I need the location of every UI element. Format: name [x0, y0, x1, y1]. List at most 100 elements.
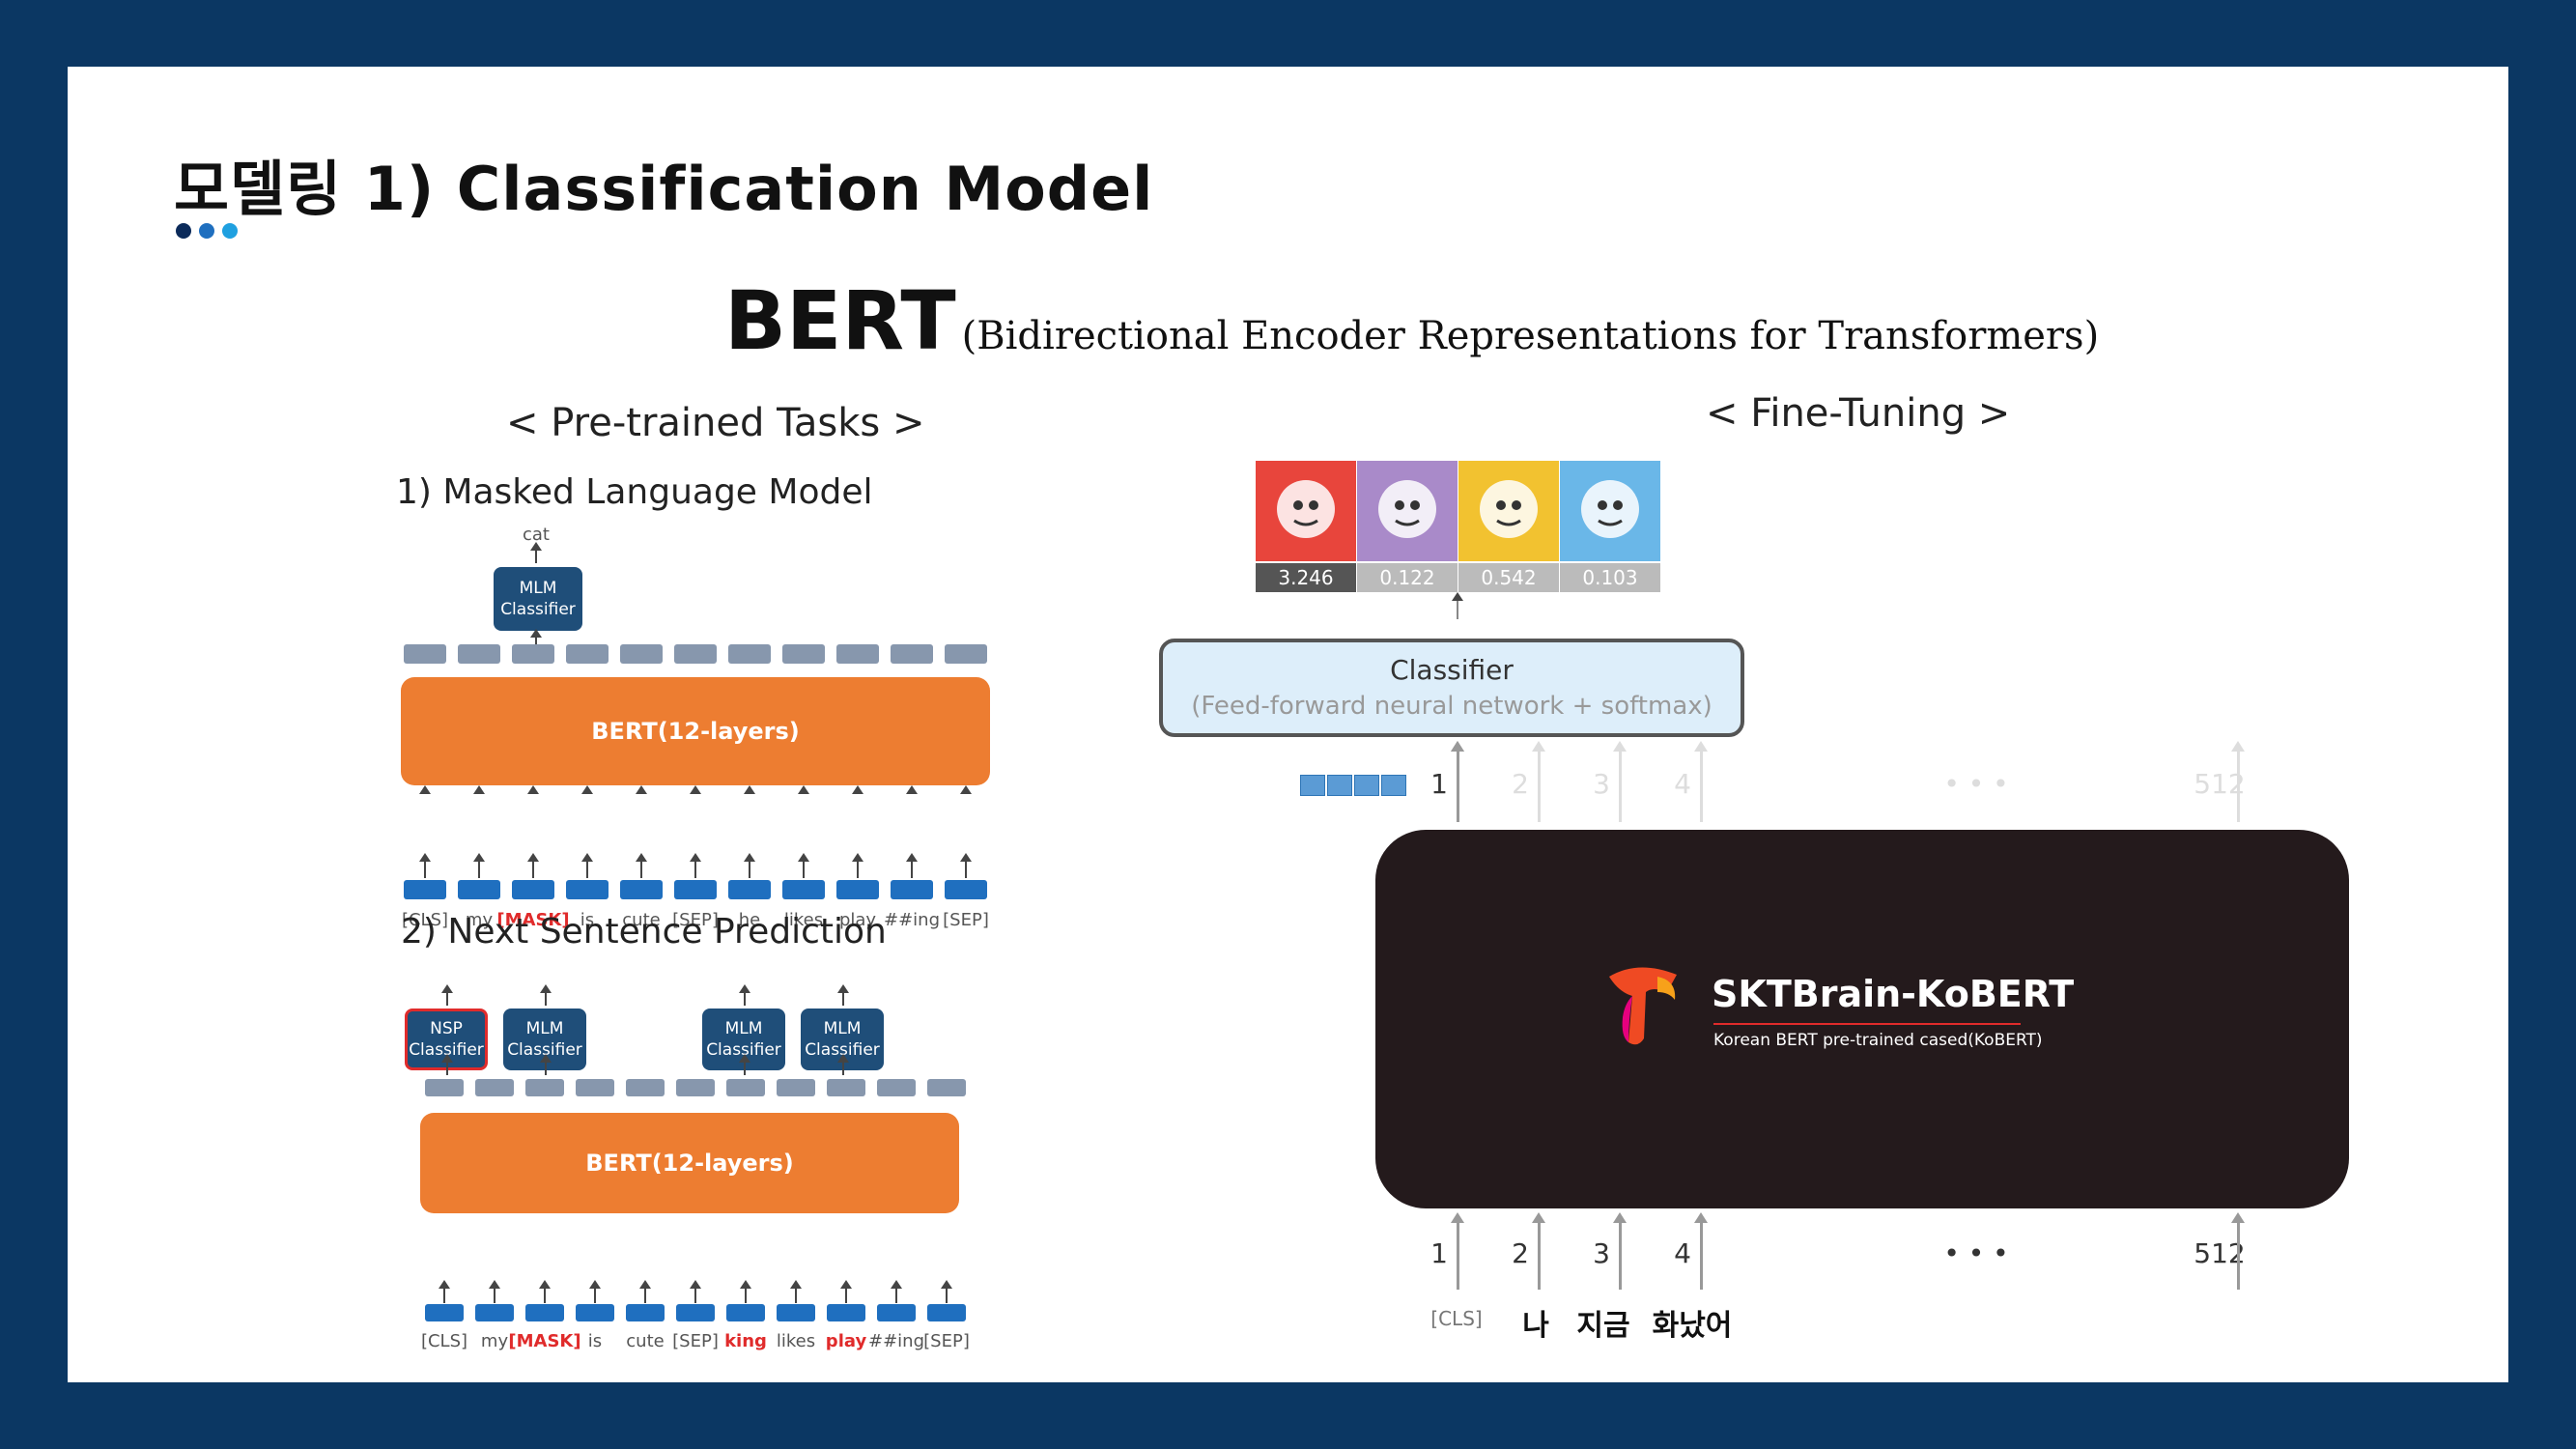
nsp-input-arrow	[740, 1280, 751, 1303]
sentiment-score: 0.122	[1357, 563, 1458, 592]
nsp-token: likes	[776, 1331, 816, 1351]
nsp-output-embedding	[425, 1079, 464, 1096]
nsp-bert-block: BERT(12-layers)	[420, 1113, 959, 1213]
nsp-classifier-line1: NSP	[430, 1019, 463, 1038]
input-position-arrow	[1694, 1212, 1708, 1290]
nsp-classifier-up-arrow	[837, 1054, 849, 1075]
mlm-output-embedding	[782, 644, 825, 664]
sentiment-score: 3.246	[1256, 563, 1356, 592]
nsp-mlm-classifier-1-line1: MLM	[525, 1019, 564, 1038]
mlm-input-arrow	[419, 853, 431, 878]
nsp-token: king	[724, 1331, 767, 1351]
nsp-token: ##ing	[868, 1331, 924, 1351]
mlm-input-arrow	[473, 785, 485, 880]
nsp-input-arrow	[941, 1280, 952, 1303]
mlm-input-arrow	[852, 853, 863, 878]
input-position-label: 2	[1512, 1237, 1529, 1269]
mlm-input-arrow	[527, 785, 539, 880]
nsp-output-embedding	[777, 1079, 815, 1096]
nsp-token: is	[587, 1331, 603, 1351]
mlm-input-embedding	[566, 880, 609, 899]
nsp-input-embedding	[777, 1304, 815, 1321]
mlm-input-embedding	[836, 880, 879, 899]
nsp-output-embedding	[827, 1079, 865, 1096]
mlm-token: [SEP]	[943, 910, 989, 930]
sktbrain-logo-icon	[1609, 967, 1677, 1045]
nsp-input-embedding	[877, 1304, 916, 1321]
nsp-input-embedding	[676, 1304, 715, 1321]
output-position-label: 3	[1593, 768, 1610, 800]
nsp-input-arrow	[690, 1280, 701, 1303]
nsp-classifier-top-arrow	[837, 984, 849, 1006]
nsp-input-embedding	[475, 1304, 514, 1321]
mlm-output-embedding	[836, 644, 879, 664]
input-position-label: 1	[1430, 1237, 1448, 1269]
mlm-input-embedding	[891, 880, 933, 899]
mlm-input-arrow	[852, 785, 863, 880]
korean-input-token: 나	[1522, 1309, 1549, 1343]
sentiment-score: 0.103	[1560, 563, 1660, 592]
nsp-input-embedding	[525, 1304, 564, 1321]
nsp-token: [SEP]	[672, 1331, 719, 1351]
nsp-token: cute	[626, 1331, 665, 1351]
input-position-label: • • •	[1943, 1237, 2009, 1269]
korean-input-token: [CLS]	[1430, 1307, 1483, 1330]
sentiment-avatar-icon	[1256, 461, 1356, 561]
mlm-token: likes	[783, 910, 824, 930]
mlm-caption: 1) Masked Language Model	[396, 472, 873, 512]
mlm-input-arrow	[581, 785, 593, 880]
nsp-input-arrow	[589, 1280, 601, 1303]
mlm-input-arrow	[690, 785, 701, 880]
mlm-input-arrow	[906, 785, 918, 880]
cls-to-classifier-arrow	[1451, 741, 1464, 822]
sentiment-avatar-icon	[1560, 461, 1660, 561]
nsp-output-embedding	[676, 1079, 715, 1096]
finetune-classifier: Classifier (Feed-forward neural network …	[1159, 639, 1744, 737]
mlm-token: ##ing	[884, 910, 940, 930]
sentiment-score: 0.542	[1458, 563, 1559, 592]
mlm-output-embedding	[945, 644, 987, 664]
mlm-classifier: MLM Classifier	[494, 567, 582, 631]
mlm-input-arrow	[960, 853, 972, 878]
output-position-label: 512	[2194, 768, 2246, 800]
mlm-input-arrow	[419, 785, 431, 880]
kobert-description: Korean BERT pre-trained cased(KoBERT)	[1713, 1031, 2043, 1050]
mlm-token: he	[738, 910, 761, 930]
mlm-token: [MASK]	[496, 910, 570, 930]
mlm-output-embedding	[891, 644, 933, 664]
nsp-input-embedding	[425, 1304, 464, 1321]
nsp-classifier-up-arrow	[540, 1054, 552, 1075]
nsp-classifier-top-arrow	[441, 984, 453, 1006]
nsp-input-arrow	[639, 1280, 651, 1303]
nsp-input-arrow	[790, 1280, 802, 1303]
nsp-mlm-classifier-1-line2: Classifier	[507, 1040, 582, 1060]
mlm-token: play	[838, 910, 877, 930]
nsp-token: [SEP]	[923, 1331, 970, 1351]
input-position-arrow	[2231, 1212, 2245, 1290]
bert-heading-word: BERT	[724, 273, 956, 368]
mlm-input-arrow	[636, 853, 647, 878]
input-position-arrow	[1451, 1212, 1464, 1290]
mlm-output-word: cat	[523, 525, 550, 545]
cls-vector-cell	[1300, 775, 1325, 796]
nsp-mlm-classifier-3-line2: Classifier	[805, 1040, 880, 1060]
mlm-input-arrow	[581, 853, 593, 878]
nsp-input-arrow	[840, 1280, 852, 1303]
pretrained-header: < Pre-trained Tasks >	[506, 401, 925, 445]
nsp-input-embedding	[827, 1304, 865, 1321]
kobert-title: SKTBrain-KoBERT	[1712, 973, 2075, 1015]
output-position-arrow	[1613, 741, 1627, 822]
mlm-classifier-line1: MLM	[519, 579, 557, 598]
mlm-input-embedding	[782, 880, 825, 899]
nsp-mlm-classifier-2-line1: MLM	[724, 1019, 763, 1038]
mlm-input-embedding	[728, 880, 771, 899]
finetuning-header: < Fine-Tuning >	[1706, 391, 2011, 436]
finetune-classifier-subtitle: (Feed-forward neural network + softmax)	[1191, 692, 1713, 721]
sentiment-avatar-icon	[1458, 461, 1559, 561]
mlm-output-embedding	[728, 644, 771, 664]
nsp-classifier-up-arrow	[441, 1054, 453, 1075]
nsp-token: [MASK]	[508, 1331, 581, 1351]
title-dot-1	[176, 223, 191, 239]
sentiment-avatar-icon	[1357, 461, 1458, 561]
input-position-label: 3	[1593, 1237, 1610, 1269]
